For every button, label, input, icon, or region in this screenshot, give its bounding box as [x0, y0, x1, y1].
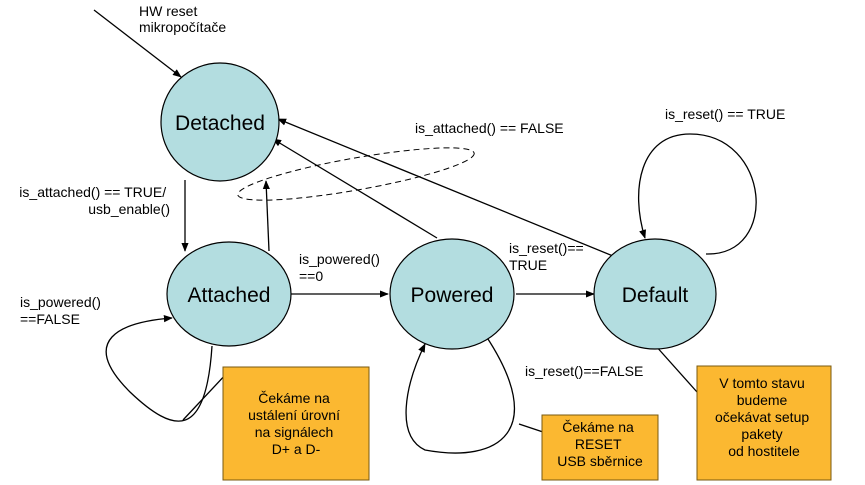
- note-default: V tomto stavu budeme očekávat setup pake…: [696, 365, 832, 481]
- reset-true-mid-label: is_reset()== TRUE: [509, 240, 588, 273]
- powered-to-detached-arrow: [272, 138, 438, 239]
- hw-reset-arrow: [93, 9, 182, 78]
- state-attached: Attached: [166, 241, 292, 347]
- state-powered-label: Powered: [411, 284, 494, 307]
- wait-levels-connector: [182, 371, 229, 421]
- note-wait-levels: Čekáme na ustálení úrovní na signálech D…: [222, 366, 370, 481]
- attached-to-detached-arrow: [262, 180, 270, 252]
- note-wait-reset: Čekáme na RESET USB sběrnice: [541, 414, 659, 481]
- default-self-loop: [638, 133, 757, 255]
- wait-reset-connector: [518, 423, 544, 433]
- svg-text:Čekáme na ustálení úrovn: Čekáme na ustálení úrovní na signálech D…: [248, 390, 344, 457]
- state-powered: Powered: [389, 238, 515, 350]
- state-default: Default: [593, 238, 717, 350]
- state-detached: Detached: [160, 62, 280, 182]
- state-default-label: Default: [622, 284, 689, 307]
- powered-false-label: is_powered() ==FALSE: [20, 294, 105, 327]
- svg-text:V tomto stavu budeme: V tomto stavu budeme očekávat setup pake…: [715, 375, 813, 459]
- attach-enable-label: is_attached() == TRUE/ usb_enable(): [19, 184, 170, 217]
- state-detached-label: Detached: [175, 112, 265, 135]
- attached-false-label: is_attached() == FALSE: [415, 120, 564, 136]
- hw-reset-label: HW reset mikropočítače: [139, 3, 226, 35]
- svg-text:Čekáme na RESET US: Čekáme na RESET USB sběrnice: [557, 419, 643, 469]
- state-attached-label: Attached: [188, 284, 271, 307]
- reset-true-top-label: is_reset() == TRUE: [665, 106, 785, 122]
- default-to-detached-arrow: [277, 118, 614, 257]
- powered-self-loop: [405, 335, 516, 454]
- attached-self-loop: [105, 315, 213, 422]
- attached-false-group-ellipse: [237, 147, 475, 201]
- powered-zero-label: is_powered() ==0: [299, 251, 384, 284]
- default-note-connector: [654, 344, 698, 393]
- reset-false-label: is_reset()==FALSE: [525, 363, 643, 379]
